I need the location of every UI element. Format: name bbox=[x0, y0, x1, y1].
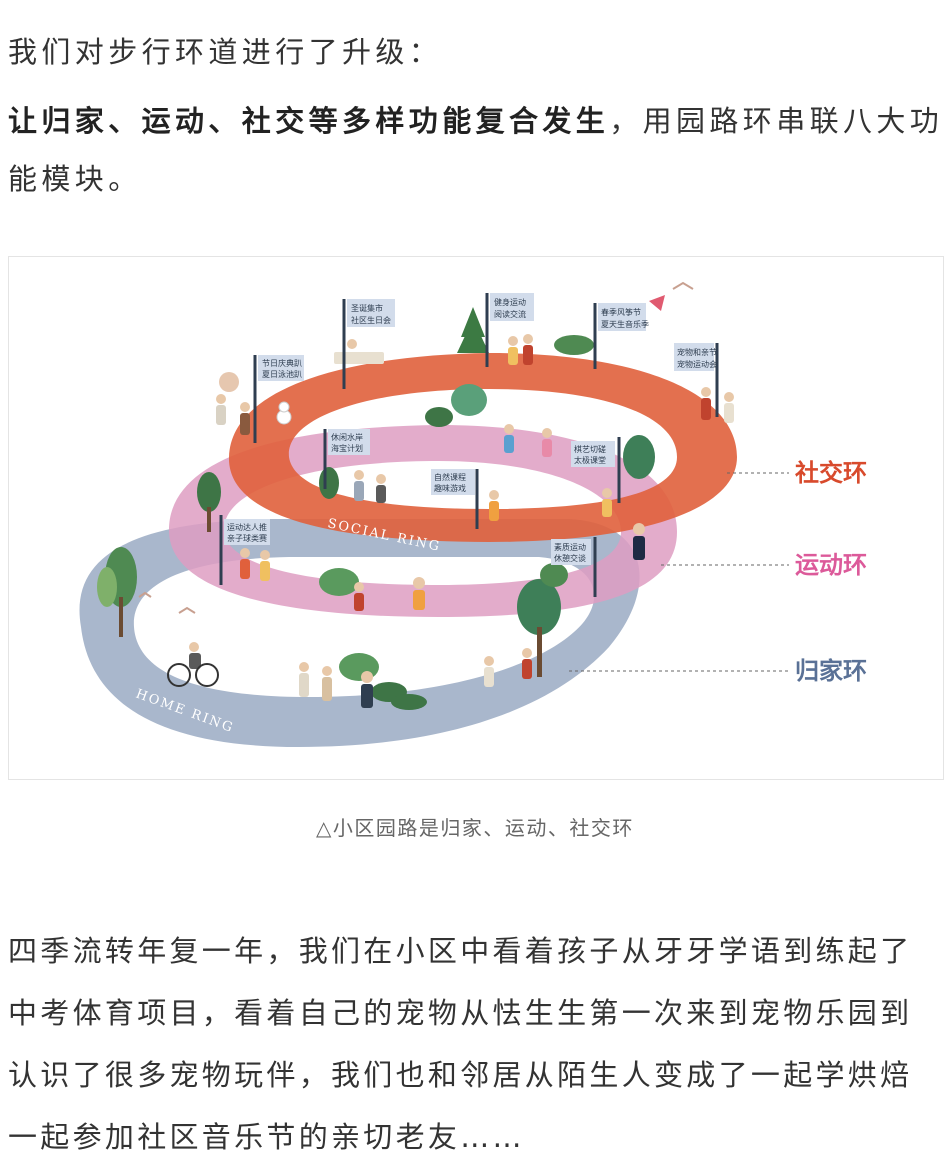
flag-2-line1: 圣诞集市 bbox=[351, 303, 383, 313]
flag-8-line2: 太极课堂 bbox=[574, 455, 606, 465]
flag-2-line2: 社区生日会 bbox=[351, 315, 391, 325]
flag-9-line2: 亲子球类赛 bbox=[227, 533, 267, 543]
flag-post-4: 春季风筝节 夏天生音乐季 bbox=[595, 303, 649, 369]
flag-3-line1: 健身运动 bbox=[494, 297, 526, 307]
flag-6-line2: 海宝计划 bbox=[331, 443, 363, 453]
social-ring-label: 社交环 bbox=[795, 459, 867, 487]
home-ring-label: 归家环 bbox=[795, 657, 867, 685]
ring-diagram-figure: SOCIAL RING SPORTS RING HOME RING 社交环 运动… bbox=[8, 256, 944, 780]
outro-paragraph: 四季流转年复一年，我们在小区中看着孩子从牙牙学语到练起了中考体育项目，看着自己的… bbox=[8, 920, 944, 1168]
flag-1-line2: 夏日泳池趴 bbox=[262, 369, 302, 379]
flag-5-line1: 宠物和亲节 bbox=[677, 347, 717, 357]
flag-7-line2: 趣味游戏 bbox=[434, 483, 466, 493]
flag-10-line1: 素质运动 bbox=[554, 542, 586, 552]
sports-ring-label: 运动环 bbox=[795, 551, 867, 579]
flag-4-line1: 春季风筝节 bbox=[601, 307, 641, 317]
intro-paragraph: 让归家、运动、社交等多样功能复合发生，用园路环串联八大功能模块。 bbox=[8, 92, 944, 208]
flag-8-line1: 棋艺切磋 bbox=[574, 444, 606, 454]
intro-bold-text: 让归家、运动、社交等多样功能复合发生 bbox=[8, 104, 609, 138]
flag-6-line1: 休闲水岸 bbox=[331, 432, 363, 442]
flag-1-line1: 节日庆典趴 bbox=[262, 358, 302, 368]
flag-5-line2: 宠物运动会 bbox=[677, 359, 717, 369]
ring-diagram: SOCIAL RING SPORTS RING HOME RING 社交环 运动… bbox=[9, 257, 943, 779]
flag-3-line2: 阅读交流 bbox=[494, 309, 526, 319]
flag-10-line2: 休憩交谈 bbox=[554, 553, 586, 563]
intro-line: 我们对步行环道进行了升级： bbox=[8, 28, 944, 76]
flag-7-line1: 自然课程 bbox=[434, 472, 466, 482]
flag-4-line2: 夏天生音乐季 bbox=[601, 319, 649, 329]
flag-9-line1: 运动达人推 bbox=[227, 522, 267, 532]
figure-caption: △小区园路是归家、运动、社交环 bbox=[0, 812, 950, 841]
